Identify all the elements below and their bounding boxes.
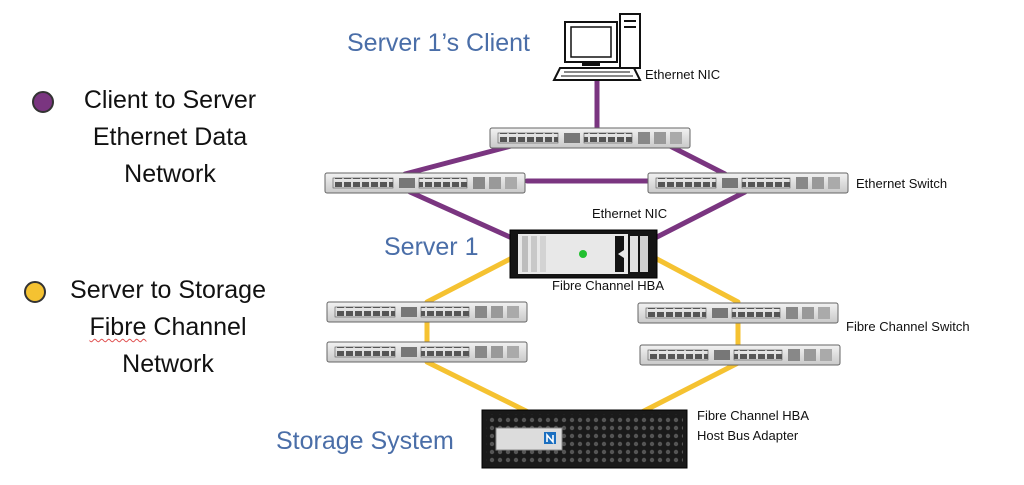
- ethernet-nic-client-label: Ethernet NIC: [645, 67, 721, 82]
- client-title: Server 1’s Client: [347, 29, 530, 57]
- link-left-switch-to-server: [407, 189, 515, 241]
- fc-hba-storage-label-line1: Fibre Channel HBA: [697, 408, 809, 423]
- link-server-to-right-fc-switch: [652, 255, 741, 305]
- server-title: Server 1: [384, 233, 479, 261]
- fc-switch-left-bottom: [326, 341, 528, 363]
- fc-switch-left-top: [326, 301, 528, 323]
- link-top-to-left-switch: [402, 142, 518, 177]
- storage-system-icon: [481, 409, 688, 469]
- ethernet-switch-right: [647, 172, 849, 194]
- ethernet-nic-server-label: Ethernet NIC: [592, 206, 668, 221]
- fc-switch-right-bottom: [639, 344, 841, 366]
- server-icon: [509, 229, 658, 279]
- fc-switch-label: Fibre Channel Switch: [846, 319, 970, 334]
- ethernet-legend-line3: Network: [124, 160, 216, 188]
- fibre-links: [424, 255, 741, 415]
- ethernet-legend-line1: Client to Server: [83, 86, 257, 114]
- ethernet-legend-dot: [32, 91, 54, 113]
- link-right-switch-to-server: [652, 189, 748, 241]
- ethernet-switch-left: [324, 172, 526, 194]
- ethernet-switch-label: Ethernet Switch: [856, 176, 948, 191]
- fibre-legend-dot: [24, 281, 46, 303]
- ethernet-legend-line2: Ethernet Data: [92, 123, 248, 151]
- link-left-fc-to-storage: [424, 359, 531, 415]
- fc-hba-server-label: Fibre Channel HBA: [552, 278, 664, 293]
- fc-switch-right-top: [637, 302, 839, 324]
- fibre-legend-text: Server to Storage Fibre Channel Network: [48, 272, 288, 383]
- ethernet-switch-top: [489, 127, 691, 149]
- fibre-legend-line3: Network: [122, 350, 214, 378]
- fibre-legend-line1: Server to Storage: [70, 276, 266, 304]
- storage-title: Storage System: [276, 427, 454, 455]
- ethernet-links: [402, 77, 748, 241]
- client-computer-icon: [552, 13, 642, 81]
- ethernet-legend-text: Client to Server Ethernet Data Network: [55, 82, 285, 193]
- fibre-legend-word-fibre: Fibre: [89, 313, 147, 341]
- fibre-legend-line2: Fibre Channel: [48, 309, 288, 346]
- fc-hba-storage-label-line2: Host Bus Adapter: [697, 428, 799, 443]
- link-top-to-right-switch: [665, 142, 728, 177]
- link-server-to-left-fc-switch: [424, 255, 515, 305]
- fibre-legend-word-channel: Channel: [146, 313, 247, 341]
- link-right-fc-to-storage: [639, 360, 741, 415]
